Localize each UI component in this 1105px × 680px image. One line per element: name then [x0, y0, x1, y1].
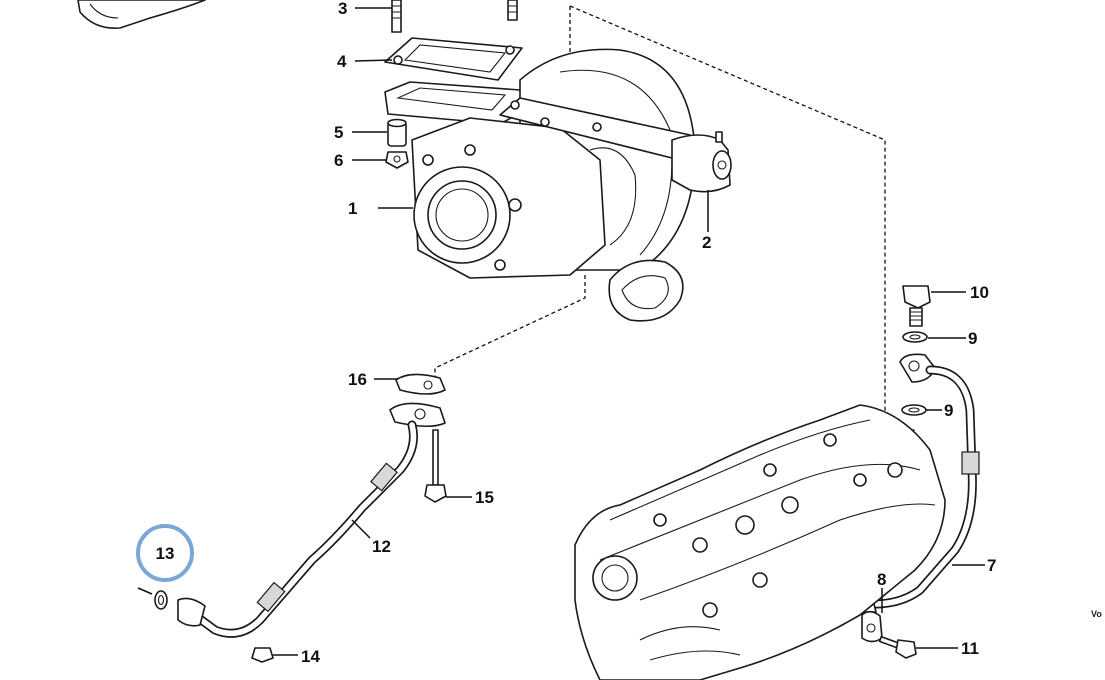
callout-12: 12 — [372, 537, 391, 556]
sealing-washer-upper — [902, 331, 928, 343]
turbo-flange — [384, 81, 523, 125]
flange-nut — [385, 151, 409, 169]
highlight-ring — [136, 524, 194, 582]
oil-drain-pipe — [180, 420, 418, 638]
sealing-washer-lower — [901, 404, 927, 416]
turbocharger — [411, 48, 696, 322]
drain-pipe-end-flange — [177, 597, 206, 627]
callout-2: 2 — [702, 233, 711, 252]
callout-3: 3 — [338, 0, 347, 18]
o-ring — [137, 587, 168, 610]
callout-labels: 3 4 5 6 1 2 10 9 9 16 15 12 14 11 8 7 — [301, 0, 996, 666]
callout-9-lower: 9 — [944, 401, 953, 420]
wastegate-actuator — [499, 97, 732, 193]
highlighted-callout-13[interactable]: 13 — [136, 524, 194, 582]
side-label: Vo — [1091, 609, 1102, 619]
turbo-gasket — [384, 37, 523, 81]
callout-6: 6 — [334, 151, 343, 170]
engine-block — [574, 404, 946, 680]
drain-gasket — [395, 373, 446, 395]
callout-8: 8 — [877, 570, 886, 589]
callout-16: 16 — [348, 370, 367, 389]
bolt-11 — [878, 635, 917, 659]
callout-1: 1 — [348, 199, 357, 218]
callout-4: 4 — [337, 52, 347, 71]
leader-lines — [273, 7, 985, 656]
callout-11: 11 — [961, 639, 979, 658]
callout-9-upper: 9 — [968, 329, 977, 348]
spacer — [387, 118, 407, 147]
studs — [391, 0, 518, 33]
callout-5: 5 — [334, 123, 343, 142]
callout-7: 7 — [987, 556, 996, 575]
callout-13: 13 — [156, 544, 175, 563]
bolt-15 — [424, 429, 447, 503]
callout-10: 10 — [970, 283, 989, 302]
bolt-14 — [251, 647, 274, 663]
callout-15: 15 — [475, 488, 494, 507]
drain-pipe-flange — [389, 402, 446, 428]
banjo-bolt — [902, 285, 931, 327]
manifold-fragment — [77, 0, 206, 29]
callout-14: 14 — [301, 647, 320, 666]
banjo-union-8 — [861, 610, 883, 643]
